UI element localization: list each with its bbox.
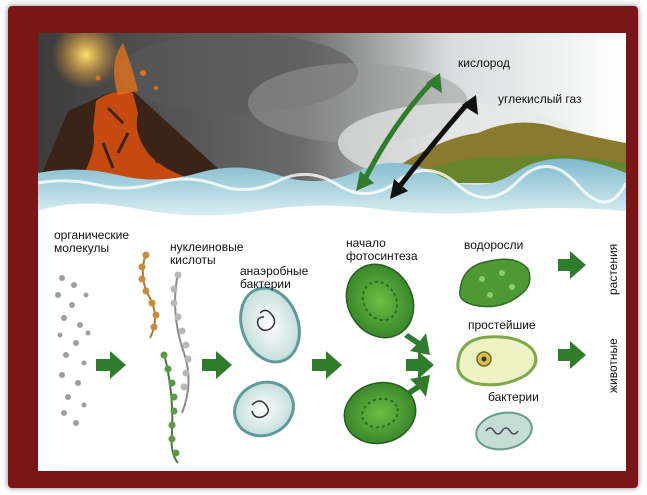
bacteria-label: бактерии [488, 391, 539, 404]
nucleic-acid-chains [139, 252, 192, 464]
animals-label: животные [606, 338, 620, 393]
algae-cell [460, 259, 530, 306]
photosynthetic-cell-top [333, 252, 426, 350]
algae-label: водоросли [464, 239, 523, 252]
photosynthetic-cell-bottom [337, 375, 422, 452]
organic-molecules-label: органические молекулы [54, 229, 129, 255]
oxygen-label: кислород [458, 57, 510, 70]
anaerobic-bacterium-top [231, 280, 310, 371]
nucleic-acids-label: нуклеиновые кислоты [170, 241, 243, 267]
anaerobic-bacteria-label: анаэробные бактерии [240, 265, 308, 291]
bacterium-cell [473, 408, 534, 453]
co2-label: углекислый газ [498, 93, 582, 106]
organic-molecule-dots [55, 275, 91, 426]
protozoa-cell [458, 337, 536, 385]
protozoa-label: простейшие [468, 319, 536, 332]
photosynthesis-start-label: начало фотосинтеза [346, 237, 418, 263]
plants-label: растения [606, 244, 620, 295]
anaerobic-bacterium-bottom [226, 373, 302, 445]
evolution-diagram: кислород углекислый газ органические мол… [38, 33, 626, 471]
